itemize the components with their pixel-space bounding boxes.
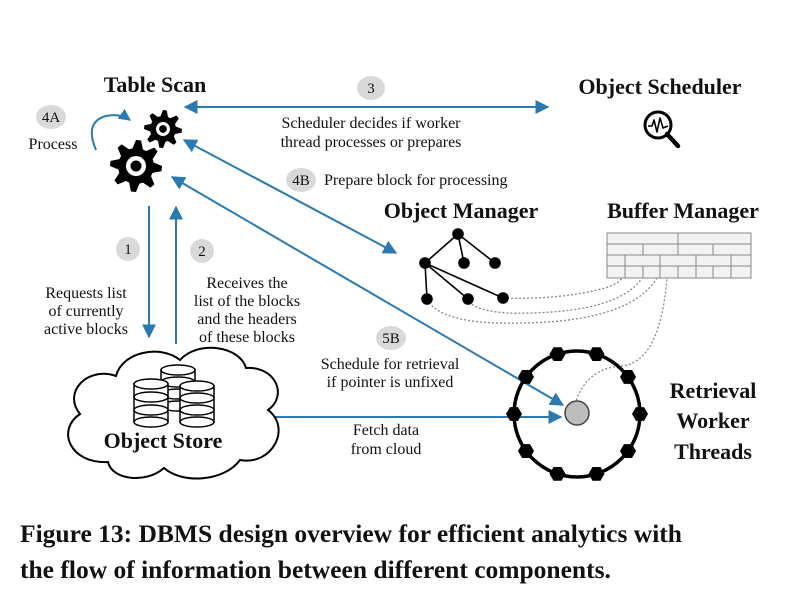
dashed-connectors bbox=[426, 277, 668, 409]
step-2-text-line4: of these blocks bbox=[199, 329, 295, 346]
caption-line2: the flow of information between differen… bbox=[20, 555, 611, 584]
step-4a-text: Process bbox=[29, 136, 78, 153]
worker-thread-node bbox=[518, 370, 534, 384]
worker-thread-node bbox=[588, 347, 605, 361]
gear-large-icon bbox=[110, 140, 162, 192]
arrow-5b bbox=[170, 176, 565, 406]
worker-thread-node bbox=[588, 467, 605, 481]
retrieval-title-line2: Worker bbox=[676, 408, 750, 433]
badge-3-label: 3 bbox=[367, 81, 375, 97]
step-5b-text-line1: Schedule for retrieval bbox=[321, 356, 460, 373]
step-2-text-line1: Receives the bbox=[206, 275, 287, 292]
step-2-text-line2: list of the blocks bbox=[194, 293, 300, 310]
caption-line1: Figure 13: DBMS design overview for effi… bbox=[20, 519, 682, 548]
database-icon bbox=[133, 364, 215, 428]
worker-thread-node bbox=[620, 370, 636, 384]
worker-thread-node bbox=[506, 407, 522, 421]
step-5b-text-line2: if pointer is unfixed bbox=[327, 374, 454, 391]
gear-icon bbox=[110, 110, 182, 192]
worker-ring bbox=[506, 347, 648, 481]
buffer-manager-title: Buffer Manager bbox=[607, 198, 759, 223]
step-2-text-line3: and the headers bbox=[197, 311, 297, 328]
retrieval-title-line1: Retrieval bbox=[670, 378, 757, 403]
arrow-4a bbox=[90, 108, 131, 151]
badge-4b-label: 4B bbox=[292, 173, 310, 189]
badge-2 bbox=[190, 239, 214, 263]
badge-2-label: 2 bbox=[198, 244, 206, 260]
step-4b-text: Prepare block for processing bbox=[324, 172, 508, 189]
worker-thread-node bbox=[549, 467, 566, 481]
object-manager-title: Object Manager bbox=[384, 198, 539, 223]
fetch-text-line1: Fetch data bbox=[353, 422, 419, 439]
object-scheduler-title: Object Scheduler bbox=[578, 74, 741, 99]
badge-4a-label: 4A bbox=[42, 110, 61, 126]
worker-thread-node bbox=[549, 347, 566, 361]
badge-4b bbox=[286, 168, 316, 192]
badge-4a bbox=[36, 105, 66, 129]
step-1-text-line3: active blocks bbox=[44, 321, 128, 338]
step-3-text-line2: thread processes or prepares bbox=[281, 134, 462, 151]
magnifier-icon bbox=[643, 110, 681, 149]
table-scan-title: Table Scan bbox=[104, 72, 207, 97]
worker-thread-node bbox=[518, 444, 534, 458]
gear-small-icon bbox=[144, 110, 182, 148]
badge-1-label: 1 bbox=[124, 242, 132, 258]
tree-icon bbox=[419, 228, 509, 305]
badge-3 bbox=[357, 76, 385, 100]
step-3-text-line1: Scheduler decides if worker bbox=[281, 115, 461, 132]
figure-caption: Figure 13: DBMS design overview for effi… bbox=[20, 516, 780, 588]
badge-5b-label: 5B bbox=[382, 331, 400, 347]
worker-center-node bbox=[564, 400, 590, 426]
worker-thread-nodes bbox=[506, 347, 648, 481]
step-1-text-line1: Requests list bbox=[45, 285, 127, 302]
object-store-title: Object Store bbox=[104, 428, 223, 453]
step-1-text-line2: of currently bbox=[48, 303, 123, 320]
retrieval-title-line3: Threads bbox=[674, 439, 752, 464]
badge-1 bbox=[116, 237, 140, 261]
arrow-4b bbox=[182, 139, 398, 254]
fetch-text-line2: from cloud bbox=[351, 441, 422, 458]
cloud-icon bbox=[67, 346, 280, 480]
worker-thread-node bbox=[632, 407, 648, 421]
badge-5b bbox=[376, 326, 406, 350]
worker-thread-node bbox=[620, 444, 636, 458]
grid-icon bbox=[606, 232, 752, 279]
